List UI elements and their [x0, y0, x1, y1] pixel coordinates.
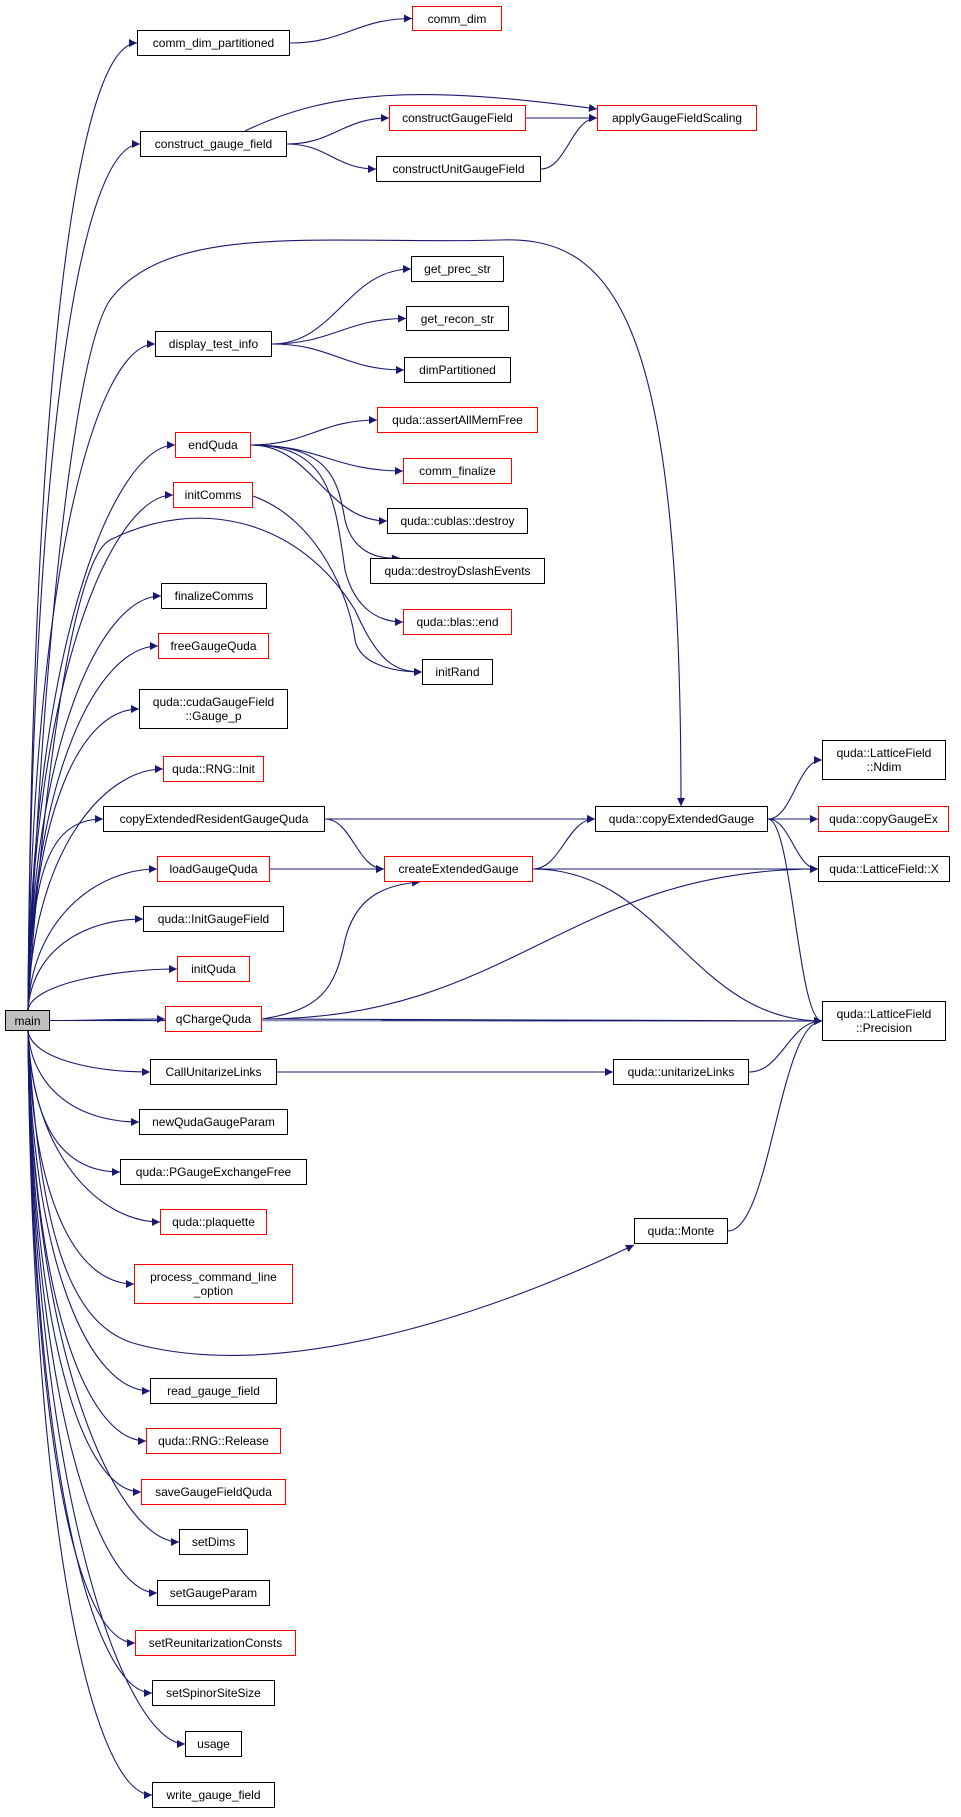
edge-main-to-rng_init: [27, 765, 164, 1011]
node-process-command-line-option[interactable]: process_command_line _option: [134, 1264, 293, 1304]
edge-endQuda-to-destroyDslashEvents: [250, 444, 401, 563]
edge-createExtendedGauge-to-copyExtendedGauge: [532, 815, 596, 870]
edge-qChargeQuda-to-createExtendedGauge: [261, 878, 421, 1020]
node-construct-unit-gauge-field[interactable]: constructUnitGaugeField: [376, 156, 541, 182]
node-load-gauge-quda[interactable]: loadGaugeQuda: [157, 856, 270, 882]
edge-main-to-construct_gauge_field: [27, 140, 141, 1011]
node-blas-end[interactable]: quda::blas::end: [403, 609, 512, 635]
edge-main-to-callUnitarizeLinks: [27, 1030, 151, 1076]
edge-main-to-initQuda: [27, 965, 178, 1011]
node-end-quda[interactable]: endQuda: [175, 432, 251, 458]
edge-initComms-to-initRand: [252, 495, 423, 676]
node-construct-gauge-field-ext[interactable]: constructGaugeField: [389, 105, 526, 131]
node-dim-partitioned[interactable]: dimPartitioned: [404, 357, 511, 383]
node-apply-gauge-field-scaling[interactable]: applyGaugeFieldScaling: [597, 105, 757, 131]
edge-construct_gauge_field-to-constructUnitGaugeField: [286, 143, 377, 173]
edge-constructUnitGaugeField-to-applyGaugeFieldScaling: [540, 114, 598, 170]
edge-main-to-setDims: [27, 1030, 180, 1546]
node-new-quda-gauge-param[interactable]: newQudaGaugeParam: [139, 1109, 288, 1135]
node-init-gauge-field[interactable]: quda::InitGaugeField: [143, 906, 284, 932]
edge-qChargeQuda-to-lf_x: [261, 865, 819, 1020]
edge-construct_gauge_field-to-constructGaugeField: [286, 114, 390, 145]
node-finalize-comms[interactable]: finalizeComms: [161, 583, 267, 609]
node-plaquette[interactable]: quda::plaquette: [160, 1209, 267, 1235]
node-set-dims[interactable]: setDims: [179, 1529, 248, 1555]
node-comm-finalize[interactable]: comm_finalize: [403, 458, 512, 484]
edge-main-to-copyExtendedGauge: [27, 239, 685, 1011]
node-main: main: [5, 1010, 50, 1031]
edge-display_test_info-to-get_prec_str: [271, 265, 412, 345]
edge-main-to-initGaugeField: [27, 915, 144, 1011]
node-display-test-info[interactable]: display_test_info: [155, 331, 272, 357]
node-copy-gauge-ex[interactable]: quda::copyGaugeEx: [818, 806, 949, 832]
edge-main-to-plaquette: [27, 1030, 161, 1226]
edge-createExtendedGauge-to-lf_precision: [532, 868, 823, 1025]
node-call-unitarize-links[interactable]: CallUnitarizeLinks: [150, 1059, 277, 1085]
edge-main-to-process_command_line_option: [27, 1030, 135, 1288]
node-monte[interactable]: quda::Monte: [634, 1218, 728, 1244]
node-write-gauge-field[interactable]: write_gauge_field: [152, 1782, 275, 1808]
node-destroy-dslash-events[interactable]: quda::destroyDslashEvents: [370, 558, 545, 584]
node-lattice-field-precision[interactable]: quda::LatticeField ::Precision: [822, 1001, 946, 1041]
node-create-extended-gauge[interactable]: createExtendedGauge: [384, 856, 533, 882]
edge-endQuda-to-blas_end: [250, 444, 404, 626]
node-init-quda[interactable]: initQuda: [177, 956, 250, 982]
edge-qChargeQuda-to-lf_precision: [261, 1016, 823, 1025]
node-lattice-field-ndim[interactable]: quda::LatticeField ::Ndim: [822, 740, 946, 780]
node-get-prec-str[interactable]: get_prec_str: [411, 256, 504, 282]
node-unitarize-links[interactable]: quda::unitarizeLinks: [613, 1059, 749, 1085]
node-copy-extended-resident-gauge-quda[interactable]: copyExtendedResidentGaugeQuda: [103, 806, 325, 832]
node-pgauge-exchange-free[interactable]: quda::PGaugeExchangeFree: [120, 1159, 307, 1185]
edge-main-to-initComms: [27, 491, 174, 1011]
edge-main-to-loadGaugeQuda: [27, 865, 158, 1011]
edge-main-to-usage: [27, 1030, 186, 1748]
node-rng-init[interactable]: quda::RNG::Init: [163, 756, 264, 782]
node-init-rand[interactable]: initRand: [422, 659, 493, 685]
edge-monte-to-lf_precision: [727, 1017, 823, 1232]
node-cublas-destroy[interactable]: quda::cublas::destroy: [387, 508, 528, 534]
node-free-gauge-quda[interactable]: freeGaugeQuda: [158, 633, 269, 659]
edge-copyExtendedGauge-to-lf_precision: [767, 818, 823, 1025]
node-init-comms[interactable]: initComms: [173, 482, 253, 508]
edge-copyExtendedGauge-to-lf_ndim: [767, 756, 823, 820]
node-comm-dim[interactable]: comm_dim: [412, 6, 502, 31]
node-set-reunitarization-consts[interactable]: setReunitarizationConsts: [135, 1630, 296, 1656]
node-get-recon-str[interactable]: get_recon_str: [406, 306, 509, 331]
edge-construct_gauge_field-to-applyGaugeFieldScaling: [244, 94, 598, 132]
node-save-gauge-field-quda[interactable]: saveGaugeFieldQuda: [141, 1479, 286, 1505]
edge-main-to-comm_dim_partitioned: [27, 39, 138, 1011]
edge-main-to-endQuda: [27, 441, 176, 1011]
node-read-gauge-field[interactable]: read_gauge_field: [150, 1378, 277, 1404]
edge-main-to-setGaugeParam: [27, 1030, 158, 1597]
edge-main-to-display_test_info: [27, 340, 156, 1011]
node-q-charge-quda[interactable]: qChargeQuda: [165, 1006, 262, 1032]
edge-main-to-write_gauge_field: [27, 1030, 153, 1799]
edge-main-to-newQudaGaugeParam: [27, 1030, 140, 1126]
node-construct-gauge-field[interactable]: construct_gauge_field: [140, 131, 287, 157]
edge-endQuda-to-assertAllMemFree: [250, 416, 378, 446]
node-assert-all-mem-free[interactable]: quda::assertAllMemFree: [377, 407, 538, 433]
node-copy-extended-gauge[interactable]: quda::copyExtendedGauge: [595, 806, 768, 832]
node-rng-release[interactable]: quda::RNG::Release: [146, 1428, 281, 1454]
edge-main-to-initRand: [27, 517, 423, 1011]
node-comm-dim-partitioned[interactable]: comm_dim_partitioned: [137, 30, 290, 56]
edge-main-to-read_gauge_field: [27, 1030, 151, 1395]
edge-main-to-saveGaugeFieldQuda: [27, 1030, 142, 1496]
edge-comm_dim_partitioned-to-comm_dim: [289, 14, 413, 44]
edge-unitarizeLinks-to-lf_precision: [748, 1017, 823, 1073]
edge-main-to-monte: [27, 1030, 635, 1356]
edge-endQuda-to-cublas_destroy: [250, 444, 388, 525]
node-gauge-p[interactable]: quda::cudaGaugeField ::Gauge_p: [139, 689, 288, 729]
node-set-spinor-site-size[interactable]: setSpinorSiteSize: [152, 1680, 275, 1706]
node-set-gauge-param[interactable]: setGaugeParam: [157, 1580, 270, 1606]
edge-main-to-finalizeComms: [27, 592, 162, 1011]
edge-display_test_info-to-get_recon_str: [271, 314, 407, 345]
node-usage[interactable]: usage: [185, 1731, 242, 1757]
node-lattice-field-x[interactable]: quda::LatticeField::X: [818, 856, 950, 882]
edge-display_test_info-to-dimPartitioned: [271, 343, 405, 374]
edge-main-to-copyExtendedResidentGaugeQuda: [27, 815, 104, 1011]
